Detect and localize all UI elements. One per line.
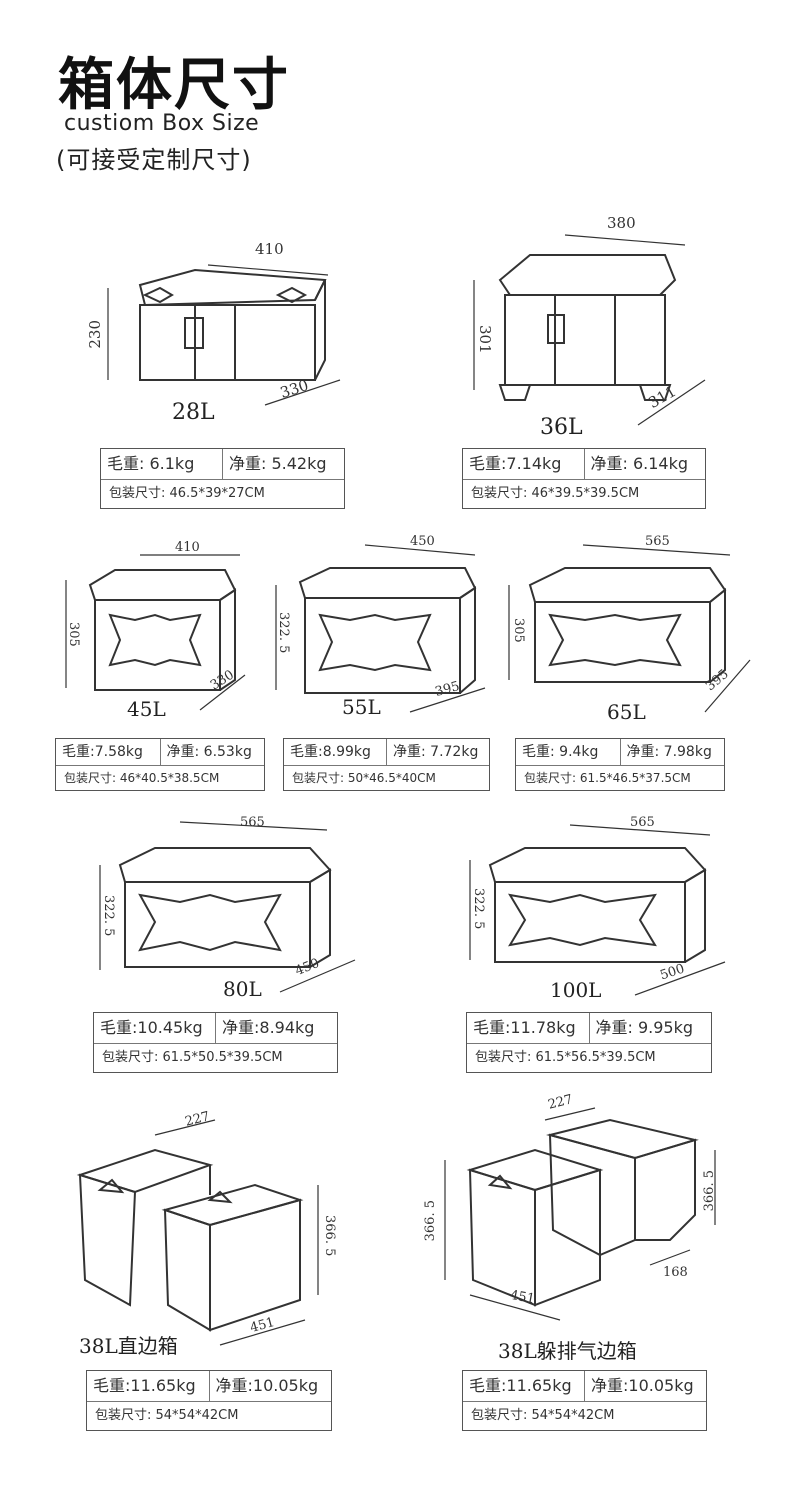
box-65l-width-label: 565 (645, 534, 670, 549)
page-subtitle: custiom Box Size (64, 111, 260, 136)
box-55l-height-label: 322. 5 (276, 612, 291, 654)
box-38l-exhaust-gross-weight: 毛重:11.65kg (469, 1376, 572, 1395)
box-38l-exhaust-height-label: 366. 5 (423, 1200, 438, 1242)
box-36l-width-label: 380 (607, 214, 636, 232)
box-100l-spec-table: 毛重:11.78kg 净重: 9.95kg 包装尺寸: 61.5*56.5*39… (466, 1012, 712, 1073)
page-title: 箱体尺寸 (58, 53, 290, 118)
box-38l-exhaust-height2-label: 366. 5 (702, 1170, 717, 1212)
box-28l-net-weight: 净重: 5.42kg (222, 449, 344, 479)
box-36l-package-size: 包装尺寸: 46*39.5*39.5CM (471, 486, 640, 501)
box-80l-package-size: 包装尺寸: 61.5*50.5*39.5CM (102, 1050, 283, 1065)
box-38l-exhaust-package-size: 包装尺寸: 54*54*42CM (471, 1408, 615, 1423)
box-figure-65l: 565 305 395 65L (505, 530, 755, 725)
box-100l-package-size: 包装尺寸: 61.5*56.5*39.5CM (475, 1050, 656, 1065)
box-38l-straight-package-size: 包装尺寸: 54*54*42CM (95, 1408, 239, 1423)
box-55l-gross-weight: 毛重:8.99kg (290, 744, 371, 760)
box-80l-net-weight: 净重:8.94kg (215, 1013, 337, 1043)
box-figure-38l-straight: 227 366. 5 451 38L直边箱 (60, 1100, 360, 1360)
box-45l-width-label: 410 (175, 540, 200, 555)
box-36l-spec-table: 毛重:7.14kg 净重: 6.14kg 包装尺寸: 46*39.5*39.5C… (462, 448, 706, 509)
box-55l-package-size: 包装尺寸: 50*46.5*40CM (292, 771, 436, 785)
box-38l-exhaust-spec-table: 毛重:11.65kg 净重:10.05kg 包装尺寸: 54*54*42CM (462, 1370, 707, 1431)
box-55l-width-label: 450 (410, 534, 435, 549)
box-figure-28l: 410 230 330 28L (86, 230, 360, 430)
box-45l-model-label: 45L (127, 697, 166, 721)
box-36l-net-weight: 净重: 6.14kg (583, 449, 706, 479)
box-28l-height-label: 230 (86, 320, 104, 349)
box-38l-straight-gross-weight: 毛重:11.65kg (93, 1376, 196, 1395)
box-65l-gross-weight: 毛重: 9.4kg (522, 744, 599, 760)
box-38l-straight-model-label: 38L直边箱 (79, 1334, 178, 1358)
box-45l-package-size: 包装尺寸: 46*40.5*38.5CM (64, 771, 220, 785)
box-45l-drawing (65, 554, 246, 711)
box-55l-spec-table: 毛重:8.99kg 净重: 7.72kg 包装尺寸: 50*46.5*40CM (283, 738, 490, 791)
box-45l-spec-table: 毛重:7.58kg 净重: 6.53kg 包装尺寸: 46*40.5*38.5C… (55, 738, 265, 791)
box-100l-drawing (469, 824, 726, 996)
box-100l-model-label: 100L (550, 978, 602, 1002)
box-28l-model-label: 28L (172, 400, 215, 425)
box-80l-drawing (99, 821, 356, 993)
box-55l-net-weight: 净重: 7.72kg (386, 739, 489, 765)
box-65l-net-weight: 净重: 7.98kg (619, 739, 725, 765)
box-38l-straight-net-weight: 净重:10.05kg (208, 1371, 332, 1401)
box-28l-drawing (107, 264, 341, 406)
box-65l-drawing (508, 544, 751, 713)
box-figure-80l: 565 322. 5 450 80L (95, 810, 365, 1005)
box-80l-width-label: 565 (240, 815, 265, 830)
box-38l-exhaust-depth-label: 168 (663, 1265, 688, 1280)
box-figure-100l: 565 322. 5 500 100L (465, 810, 735, 1005)
customization-note: (可接受定制尺寸) (56, 146, 252, 174)
box-65l-package-size: 包装尺寸: 61.5*46.5*37.5CM (524, 771, 691, 785)
box-55l-model-label: 55L (342, 695, 381, 719)
box-45l-height-label: 305 (66, 622, 81, 647)
box-100l-width-label: 565 (630, 815, 655, 830)
box-36l-height-label: 301 (476, 325, 494, 354)
box-28l-spec-table: 毛重: 6.1kg 净重: 5.42kg 包装尺寸: 46.5*39*27CM (100, 448, 345, 509)
box-45l-gross-weight: 毛重:7.58kg (62, 744, 143, 760)
box-figure-38l-exhaust: 227 366. 5 366. 5 451 168 38L躲排气边箱 (423, 1090, 735, 1365)
box-38l-straight-drawing (76, 1119, 319, 1346)
box-45l-net-weight: 净重: 6.53kg (159, 739, 265, 765)
box-65l-model-label: 65L (607, 700, 646, 724)
box-figure-36l: 380 301 311 36L (470, 210, 730, 445)
box-figure-45l: 410 305 330 45L (60, 540, 260, 725)
box-38l-straight-spec-table: 毛重:11.65kg 净重:10.05kg 包装尺寸: 54*54*42CM (86, 1370, 332, 1431)
box-28l-width-label: 410 (255, 240, 284, 258)
box-figure-55l: 450 322. 5 395 55L (270, 530, 490, 725)
box-36l-drawing (473, 234, 706, 426)
box-80l-gross-weight: 毛重:10.45kg (100, 1018, 203, 1037)
box-100l-net-weight: 净重: 9.95kg (588, 1013, 712, 1043)
box-80l-height-label: 322. 5 (101, 895, 116, 937)
box-80l-model-label: 80L (223, 977, 262, 1001)
box-36l-model-label: 36L (540, 415, 583, 440)
box-80l-spec-table: 毛重:10.45kg 净重:8.94kg 包装尺寸: 61.5*50.5*39.… (93, 1012, 338, 1073)
box-65l-height-label: 305 (511, 618, 526, 643)
box-38l-exhaust-drawing (444, 1107, 716, 1321)
box-100l-height-label: 322. 5 (471, 888, 486, 930)
box-38l-exhaust-model-label: 38L躲排气边箱 (498, 1339, 637, 1363)
box-38l-exhaust-net-weight: 净重:10.05kg (584, 1371, 706, 1401)
box-65l-spec-table: 毛重: 9.4kg 净重: 7.98kg 包装尺寸: 61.5*46.5*37.… (515, 738, 725, 791)
box-38l-straight-height-label: 366. 5 (322, 1215, 337, 1257)
box-28l-gross-weight: 毛重: 6.1kg (107, 454, 195, 473)
box-36l-gross-weight: 毛重:7.14kg (469, 454, 562, 473)
box-28l-package-size: 包装尺寸: 46.5*39*27CM (109, 486, 265, 501)
box-55l-drawing (275, 544, 486, 713)
box-100l-gross-weight: 毛重:11.78kg (473, 1018, 576, 1037)
